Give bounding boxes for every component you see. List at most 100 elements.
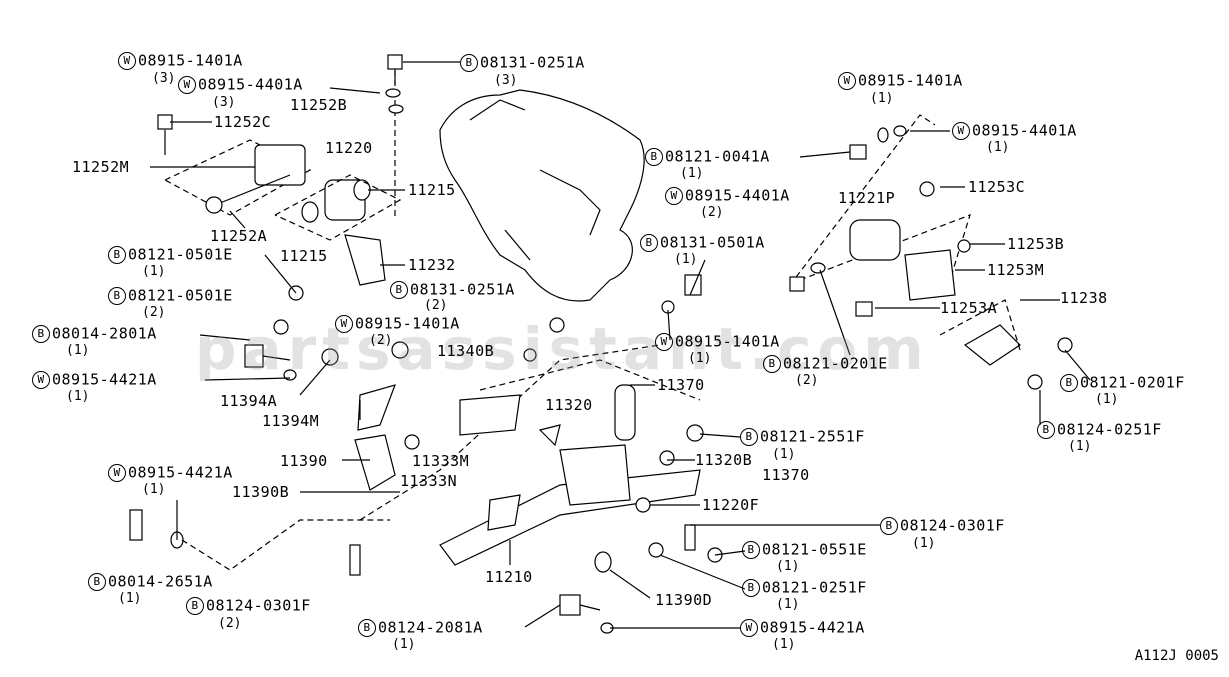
bolt-08131 xyxy=(387,54,403,70)
callout-c10: 11215 xyxy=(280,247,328,265)
callout-c51: 11253A xyxy=(940,299,998,317)
mount-bracket-11252m xyxy=(254,144,306,186)
stopper-11215 xyxy=(301,201,319,223)
callout-c55-qty: (1) xyxy=(1068,439,1092,454)
callout-c6: 11252M xyxy=(72,158,130,176)
callout-c28: 11210 xyxy=(485,568,533,586)
callout-c2-qty: (3) xyxy=(212,95,236,110)
bolt-11252c xyxy=(157,114,173,130)
callout-c43-qty: (2) xyxy=(700,205,724,220)
callout-c7: 11220 xyxy=(325,139,373,157)
callout-c38-qty: (1) xyxy=(772,447,796,462)
callout-c35: 11220F xyxy=(702,496,760,514)
callout-c39: 11320 xyxy=(545,396,593,414)
callout-c21: 11390 xyxy=(280,452,328,470)
callout-c12: 11232 xyxy=(408,256,456,274)
insulator-11390 xyxy=(354,434,396,491)
callout-c48: 11221P xyxy=(838,189,896,207)
callout-c9: 11252A xyxy=(210,227,268,245)
callout-c1-qty: (3) xyxy=(152,71,176,86)
bracket-11238 xyxy=(963,324,1021,366)
callout-c24: 11390B xyxy=(232,483,290,501)
callout-c30-qty: (1) xyxy=(772,637,796,652)
callout-c50: 11253M xyxy=(987,261,1045,279)
callout-c47: 11253C xyxy=(968,178,1026,196)
bolt-11252a xyxy=(205,196,223,214)
callout-c53-qty: (2) xyxy=(795,373,819,388)
callout-c32-qty: (1) xyxy=(776,597,800,612)
callout-c25-qty: (1) xyxy=(142,482,166,497)
callout-c16-qty: (2) xyxy=(369,333,393,348)
callout-c34-qty: (1) xyxy=(912,536,936,551)
callout-c20: 11394M xyxy=(262,412,320,430)
bolt-08124-2081a xyxy=(559,594,581,616)
callout-c15-qty: (1) xyxy=(66,343,90,358)
insulator-11333 xyxy=(459,394,521,436)
callout-c41-qty: (1) xyxy=(688,351,712,366)
bracket-11394m xyxy=(357,384,396,431)
callout-c23: 11333N xyxy=(400,472,458,490)
callout-c18-qty: (1) xyxy=(66,389,90,404)
callout-c4: 11252B xyxy=(290,96,348,114)
callout-c36: 11320B xyxy=(695,451,753,469)
callout-c37: 11370 xyxy=(762,466,810,484)
bracket-11253m xyxy=(904,249,956,301)
bracket-11232 xyxy=(344,234,386,286)
callout-c14-qty: (2) xyxy=(424,298,448,313)
crossmember-11210 xyxy=(439,469,701,566)
callout-c33-qty: (1) xyxy=(776,559,800,574)
callout-c22: 11333M xyxy=(412,452,470,470)
callout-c26-qty: (1) xyxy=(118,591,142,606)
watermark: partsassistant.com xyxy=(195,315,930,383)
callout-c49: 11253B xyxy=(1007,235,1065,253)
callout-c5: 11252C xyxy=(214,113,272,131)
callout-c29-qty: (1) xyxy=(392,637,416,652)
callout-c11-qty: (1) xyxy=(142,264,166,279)
callout-c31: 11390D xyxy=(655,591,713,609)
callout-c46-qty: (1) xyxy=(986,140,1010,155)
rod-11370 xyxy=(614,384,636,441)
callout-c44-qty: (1) xyxy=(680,166,704,181)
bolt-08124-0301f xyxy=(349,544,361,576)
engine-outline xyxy=(439,89,645,302)
callout-c42-qty: (1) xyxy=(674,252,698,267)
callout-c19: 11394A xyxy=(220,392,278,410)
callout-c3-qty: (3) xyxy=(494,73,518,88)
insulator-11221p xyxy=(849,219,901,261)
callout-c40: 11370 xyxy=(657,376,705,394)
callout-c17: 11340B xyxy=(437,342,495,360)
callout-c54-qty: (1) xyxy=(1095,392,1119,407)
callout-c27-qty: (2) xyxy=(218,616,242,631)
callout-c13-qty: (2) xyxy=(142,305,166,320)
callout-c52: 11238 xyxy=(1060,289,1108,307)
diagram-code: A112J 0005 xyxy=(1134,648,1219,664)
